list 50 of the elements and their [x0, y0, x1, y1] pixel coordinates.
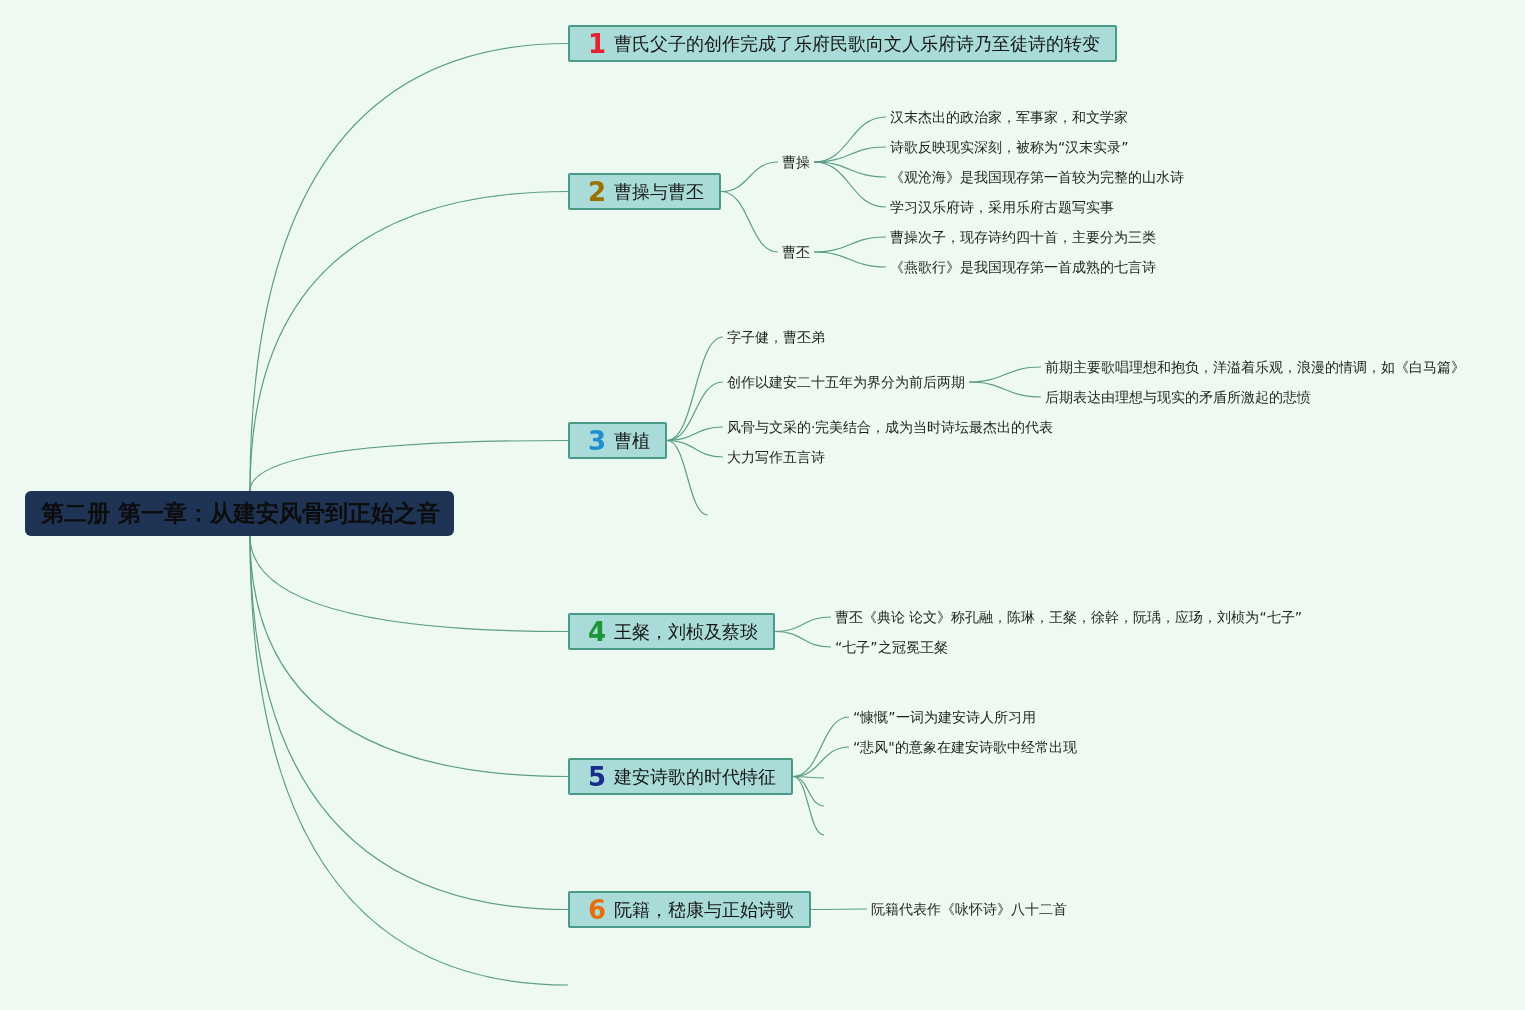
branch-text: 前期主要歌唱理想和抱负，洋溢着乐观，浪漫的情调，如《白马篇》 [1041, 357, 1469, 377]
branch-text: 阮籍代表作《咏怀诗》八十二首 [867, 899, 1071, 919]
topic-number: 1 [588, 28, 607, 59]
topic-number: 2 [588, 176, 607, 207]
branch-text: 字子健，曹丕弟 [723, 327, 829, 347]
topic-box [568, 25, 1118, 62]
branch-text: 曹操 [778, 152, 814, 172]
topic-number: 6 [588, 894, 607, 925]
topic-box [568, 422, 668, 459]
topic-number: 4 [588, 616, 607, 647]
branch-text: 学习汉乐府诗，采用乐府古题写实事 [886, 197, 1118, 217]
topic-box [568, 173, 722, 210]
branch-line [720, 190, 779, 253]
topic-label: 阮籍，嵇康与正始诗歌 [614, 897, 795, 922]
branch-line [249, 190, 569, 492]
branch-line [774, 630, 832, 648]
topic-number: 3 [588, 425, 607, 456]
branch-text: 创作以建安二十五年为界分为前后两期 [723, 372, 969, 392]
branch-line [968, 381, 1042, 398]
topic-box [568, 758, 794, 795]
branch-text: “慷慨”一词为建安诗人所习用 [849, 707, 1040, 727]
branch-line [810, 908, 868, 911]
branch-line [249, 439, 569, 492]
branch-text: 后期表达由理想与现实的矛盾所激起的悲愤 [1041, 387, 1315, 407]
branch-text: “七子”之冠冕王粲 [831, 637, 952, 657]
branch-text: 曹丕 [778, 242, 814, 262]
branch-text: “悲风"的意象在建安诗歌中经常出现 [849, 737, 1081, 757]
topic-box [568, 891, 812, 928]
branch-line [813, 161, 887, 208]
branch-line [666, 439, 709, 516]
topic-label: 王粲，刘桢及蔡琰 [614, 619, 759, 644]
topic-number: 5 [588, 761, 607, 792]
branch-text: 诗歌反映现实深刻，被称为“汉末实录” [886, 137, 1133, 157]
branch-line [249, 535, 569, 986]
branch-text: 曹丕《典论 论文》称孔融，陈琳，王粲，徐幹，阮瑀，应玚，刘桢为“七子” [831, 607, 1306, 627]
branch-line [813, 161, 887, 178]
branch-text: 曹操次子，现存诗约四十首，主要分为三类 [886, 227, 1160, 247]
topic-label: 建安诗歌的时代特征 [614, 764, 777, 789]
topic-label: 曹植 [614, 428, 651, 453]
branch-line [792, 775, 825, 836]
branch-text: 《观沧海》是我国现存第一首较为完整的山水诗 [886, 167, 1188, 187]
branch-text: 大力写作五言诗 [723, 447, 829, 467]
topic-label: 曹操与曹丕 [614, 179, 705, 204]
topic-box [568, 613, 776, 650]
branch-text: 汉末杰出的政治家，军事家，和文学家 [886, 107, 1132, 127]
branch-line [813, 251, 887, 268]
branch-text: 《燕歌行》是我国现存第一首成熟的七言诗 [886, 257, 1160, 277]
branch-text: 风骨与文采的·完美结合，成为当时诗坛最杰出的代表 [723, 417, 1058, 437]
topic-label: 曹氏父子的创作完成了乐府民歌向文人乐府诗乃至徒诗的转变 [614, 31, 1101, 56]
central-topic: 第二册 第一章：从建安风骨到正始之音 [25, 491, 454, 536]
